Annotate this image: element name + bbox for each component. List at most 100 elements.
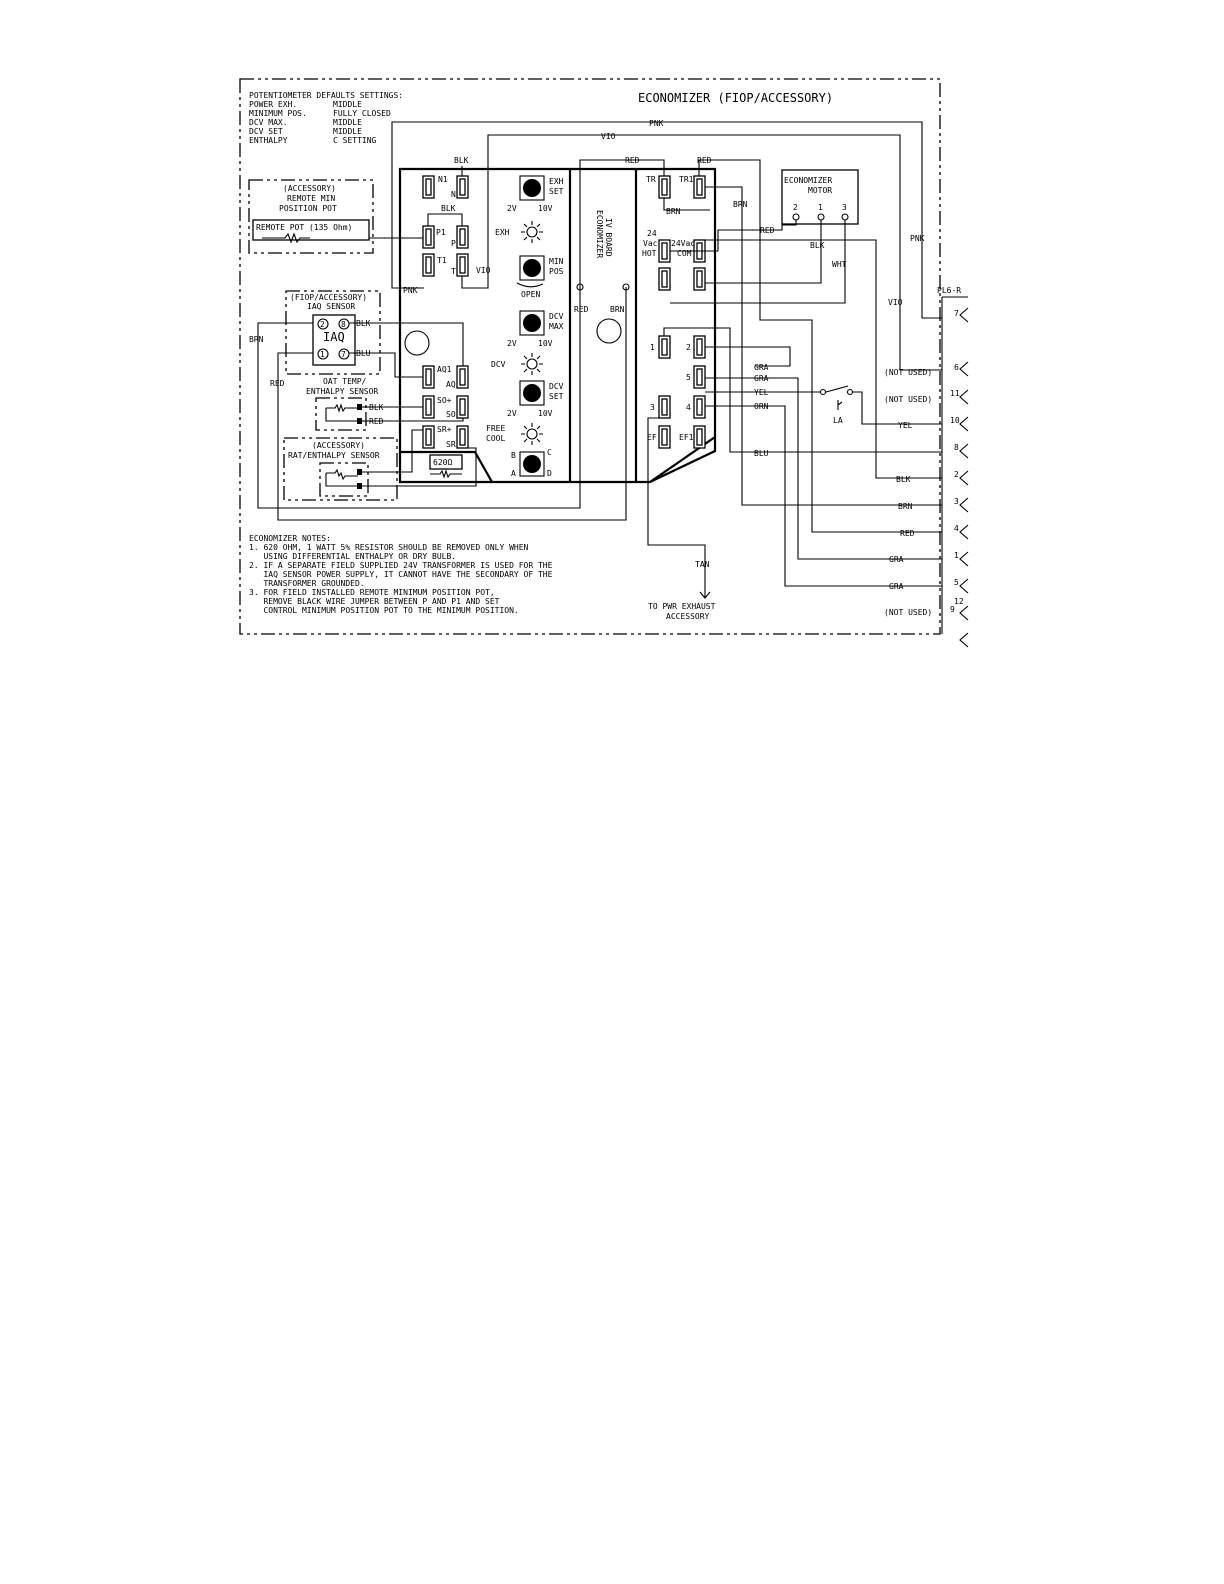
exh-set-pot-knob[interactable]: [523, 179, 541, 197]
wire-label: VIO: [601, 132, 616, 141]
wire-label: YEL: [754, 388, 769, 397]
wire-label: PNK: [910, 234, 925, 243]
pot-default-name: MINIMUM POS.: [249, 109, 307, 118]
terminal-label: EF: [647, 433, 657, 442]
enthalpy-letter: B: [511, 451, 516, 460]
dcv-max-pot-knob[interactable]: [523, 314, 541, 332]
plug-pin-number: 11: [950, 389, 960, 398]
plug-pin-note: (NOT USED): [884, 395, 932, 404]
wire-label: RED: [369, 417, 384, 426]
wire-label: BLK: [356, 319, 371, 328]
wire-label: RED: [625, 156, 640, 165]
led-icon: [521, 353, 543, 375]
motor-title: MOTOR: [808, 186, 832, 195]
plug-pin-number: 4: [954, 524, 959, 533]
pwr-exhaust-label: ACCESSORY: [666, 612, 710, 621]
led-icon: [521, 423, 543, 445]
pot-label: EXH: [549, 177, 564, 186]
la-label: LA: [833, 416, 843, 425]
iaq-sensor: (FIOP/ACCESSORY) IAQ SENSOR 2 8 IAQ 1 7: [285, 290, 381, 375]
plug-pin-number: 8: [954, 443, 959, 452]
pot-range: 2V: [507, 204, 517, 213]
motor-pin: 3: [842, 203, 847, 212]
economizer-notes: ECONOMIZER NOTES: 1. 620 OHM, 1 WATT 5% …: [249, 534, 553, 615]
wire-label: WHT: [832, 260, 847, 269]
potentiometer-defaults: POTENTIOMETER DEFAULTS SETTINGS: POWER E…: [249, 91, 403, 145]
pot-default-name: DCV SET: [249, 127, 283, 136]
resistor-icon: [262, 232, 310, 244]
wire-label: BLK: [896, 475, 911, 484]
rotation-arrow-icon: [516, 282, 544, 288]
wire-label: BRN: [610, 305, 625, 314]
pot-default-name: DCV MAX.: [249, 118, 288, 127]
pot-default-value: FULLY CLOSED: [333, 109, 391, 118]
remote-pot-label: REMOTE POT (135 Ohm): [256, 223, 352, 232]
terminal-label: P1: [436, 228, 446, 237]
note-line: 2. IF A SEPARATE FIELD SUPPLIED 24V TRAN…: [249, 561, 553, 570]
enthalpy-letter: C: [547, 448, 552, 457]
terminal-label: 24: [647, 229, 657, 238]
dcv-set-pot-knob[interactable]: [523, 384, 541, 402]
pot-range: 2V: [507, 409, 517, 418]
thermistor-icon: [326, 403, 358, 413]
plug-pin-number: 7: [954, 309, 959, 318]
pot-default-value: MIDDLE: [333, 100, 362, 109]
wire-label: BRN: [249, 335, 264, 344]
pot-defaults-heading: POTENTIOMETER DEFAULTS SETTINGS:: [249, 91, 403, 100]
note-line: CONTROL MINIMUM POSITION POT TO THE MINI…: [249, 606, 519, 615]
terminal-label: SR: [446, 440, 456, 449]
wire-label: GRA: [754, 363, 769, 372]
pot-open-label: OPEN: [521, 290, 540, 299]
wire-label: YEL: [898, 421, 913, 430]
terminal-label: T: [451, 267, 456, 276]
enthalpy-pot-knob[interactable]: [523, 455, 541, 473]
note-line: 3. FOR FIELD INSTALLED REMOTE MINIMUM PO…: [249, 588, 495, 597]
remote-pot-title: POSITION POT: [279, 204, 337, 213]
terminal-label: Vac: [643, 239, 658, 248]
pot-range: 2V: [507, 339, 517, 348]
wire-label: BLU: [754, 449, 769, 458]
iaq-pin: 2: [320, 320, 325, 329]
plug-pin-number: 5: [954, 578, 959, 587]
pot-default-value: MIDDLE: [333, 127, 362, 136]
note-line: REMOVE BLACK WIRE JUMPER BETWEEN P AND P…: [249, 597, 500, 606]
notes-heading: ECONOMIZER NOTES:: [249, 534, 331, 543]
led-label: COOL: [486, 434, 505, 443]
plug-pin-number: 3: [954, 497, 959, 506]
pot-default-name: POWER EXH.: [249, 100, 297, 109]
outer-frame: [239, 78, 941, 635]
oat-title: ENTHALPY SENSOR: [306, 387, 378, 396]
wire-label: BRN: [898, 502, 913, 511]
iaq-pin: 1: [320, 350, 325, 359]
terminal-label: T1: [437, 256, 447, 265]
pot-label: MAX: [549, 322, 564, 331]
wire-label: GRA: [754, 374, 769, 383]
pot-label: SET: [549, 392, 564, 401]
plug-name: PL6-R: [937, 286, 961, 295]
wire-label: RED: [270, 379, 285, 388]
terminal-label: 2: [686, 343, 691, 352]
note-line: IAQ SENSOR POWER SUPPLY, IT CANNOT HAVE …: [249, 570, 553, 579]
terminal-label: N1: [438, 175, 448, 184]
wire-label: RED: [760, 226, 775, 235]
terminal-label: 24Vac: [671, 239, 695, 248]
plug-pin-number: 2: [954, 470, 959, 479]
wire-label: BLK: [454, 156, 469, 165]
wire-label: RED: [900, 529, 915, 538]
plug-pin-number: 1: [954, 551, 959, 560]
resistor-icon: [430, 469, 462, 479]
io-board-label: ECONOMIZER: [595, 210, 604, 258]
note-line: TRANSFORMER GROUNDED.: [249, 579, 365, 588]
pot-label: DCV: [549, 382, 564, 391]
wire-label: VIO: [888, 298, 903, 307]
pot-label: POS: [549, 267, 564, 276]
terminal-label: HOT: [642, 249, 657, 258]
terminal-label: TR: [646, 175, 656, 184]
wiring: PNK PNK PNK VIO VIO VIO BLK BLK RED RED …: [249, 119, 942, 621]
pot-label: DCV: [549, 312, 564, 321]
min-pos-pot-knob[interactable]: [523, 259, 541, 277]
pot-range: 10V: [538, 409, 553, 418]
pwr-exhaust-label: TO PWR EXHAUST: [648, 602, 716, 611]
rat-sensor: (ACCESSORY) RAT/ENTHALPY SENSOR: [283, 437, 398, 501]
remote-min-position-pot: (ACCESSORY) REMOTE MIN POSITION POT REMO…: [248, 179, 374, 254]
